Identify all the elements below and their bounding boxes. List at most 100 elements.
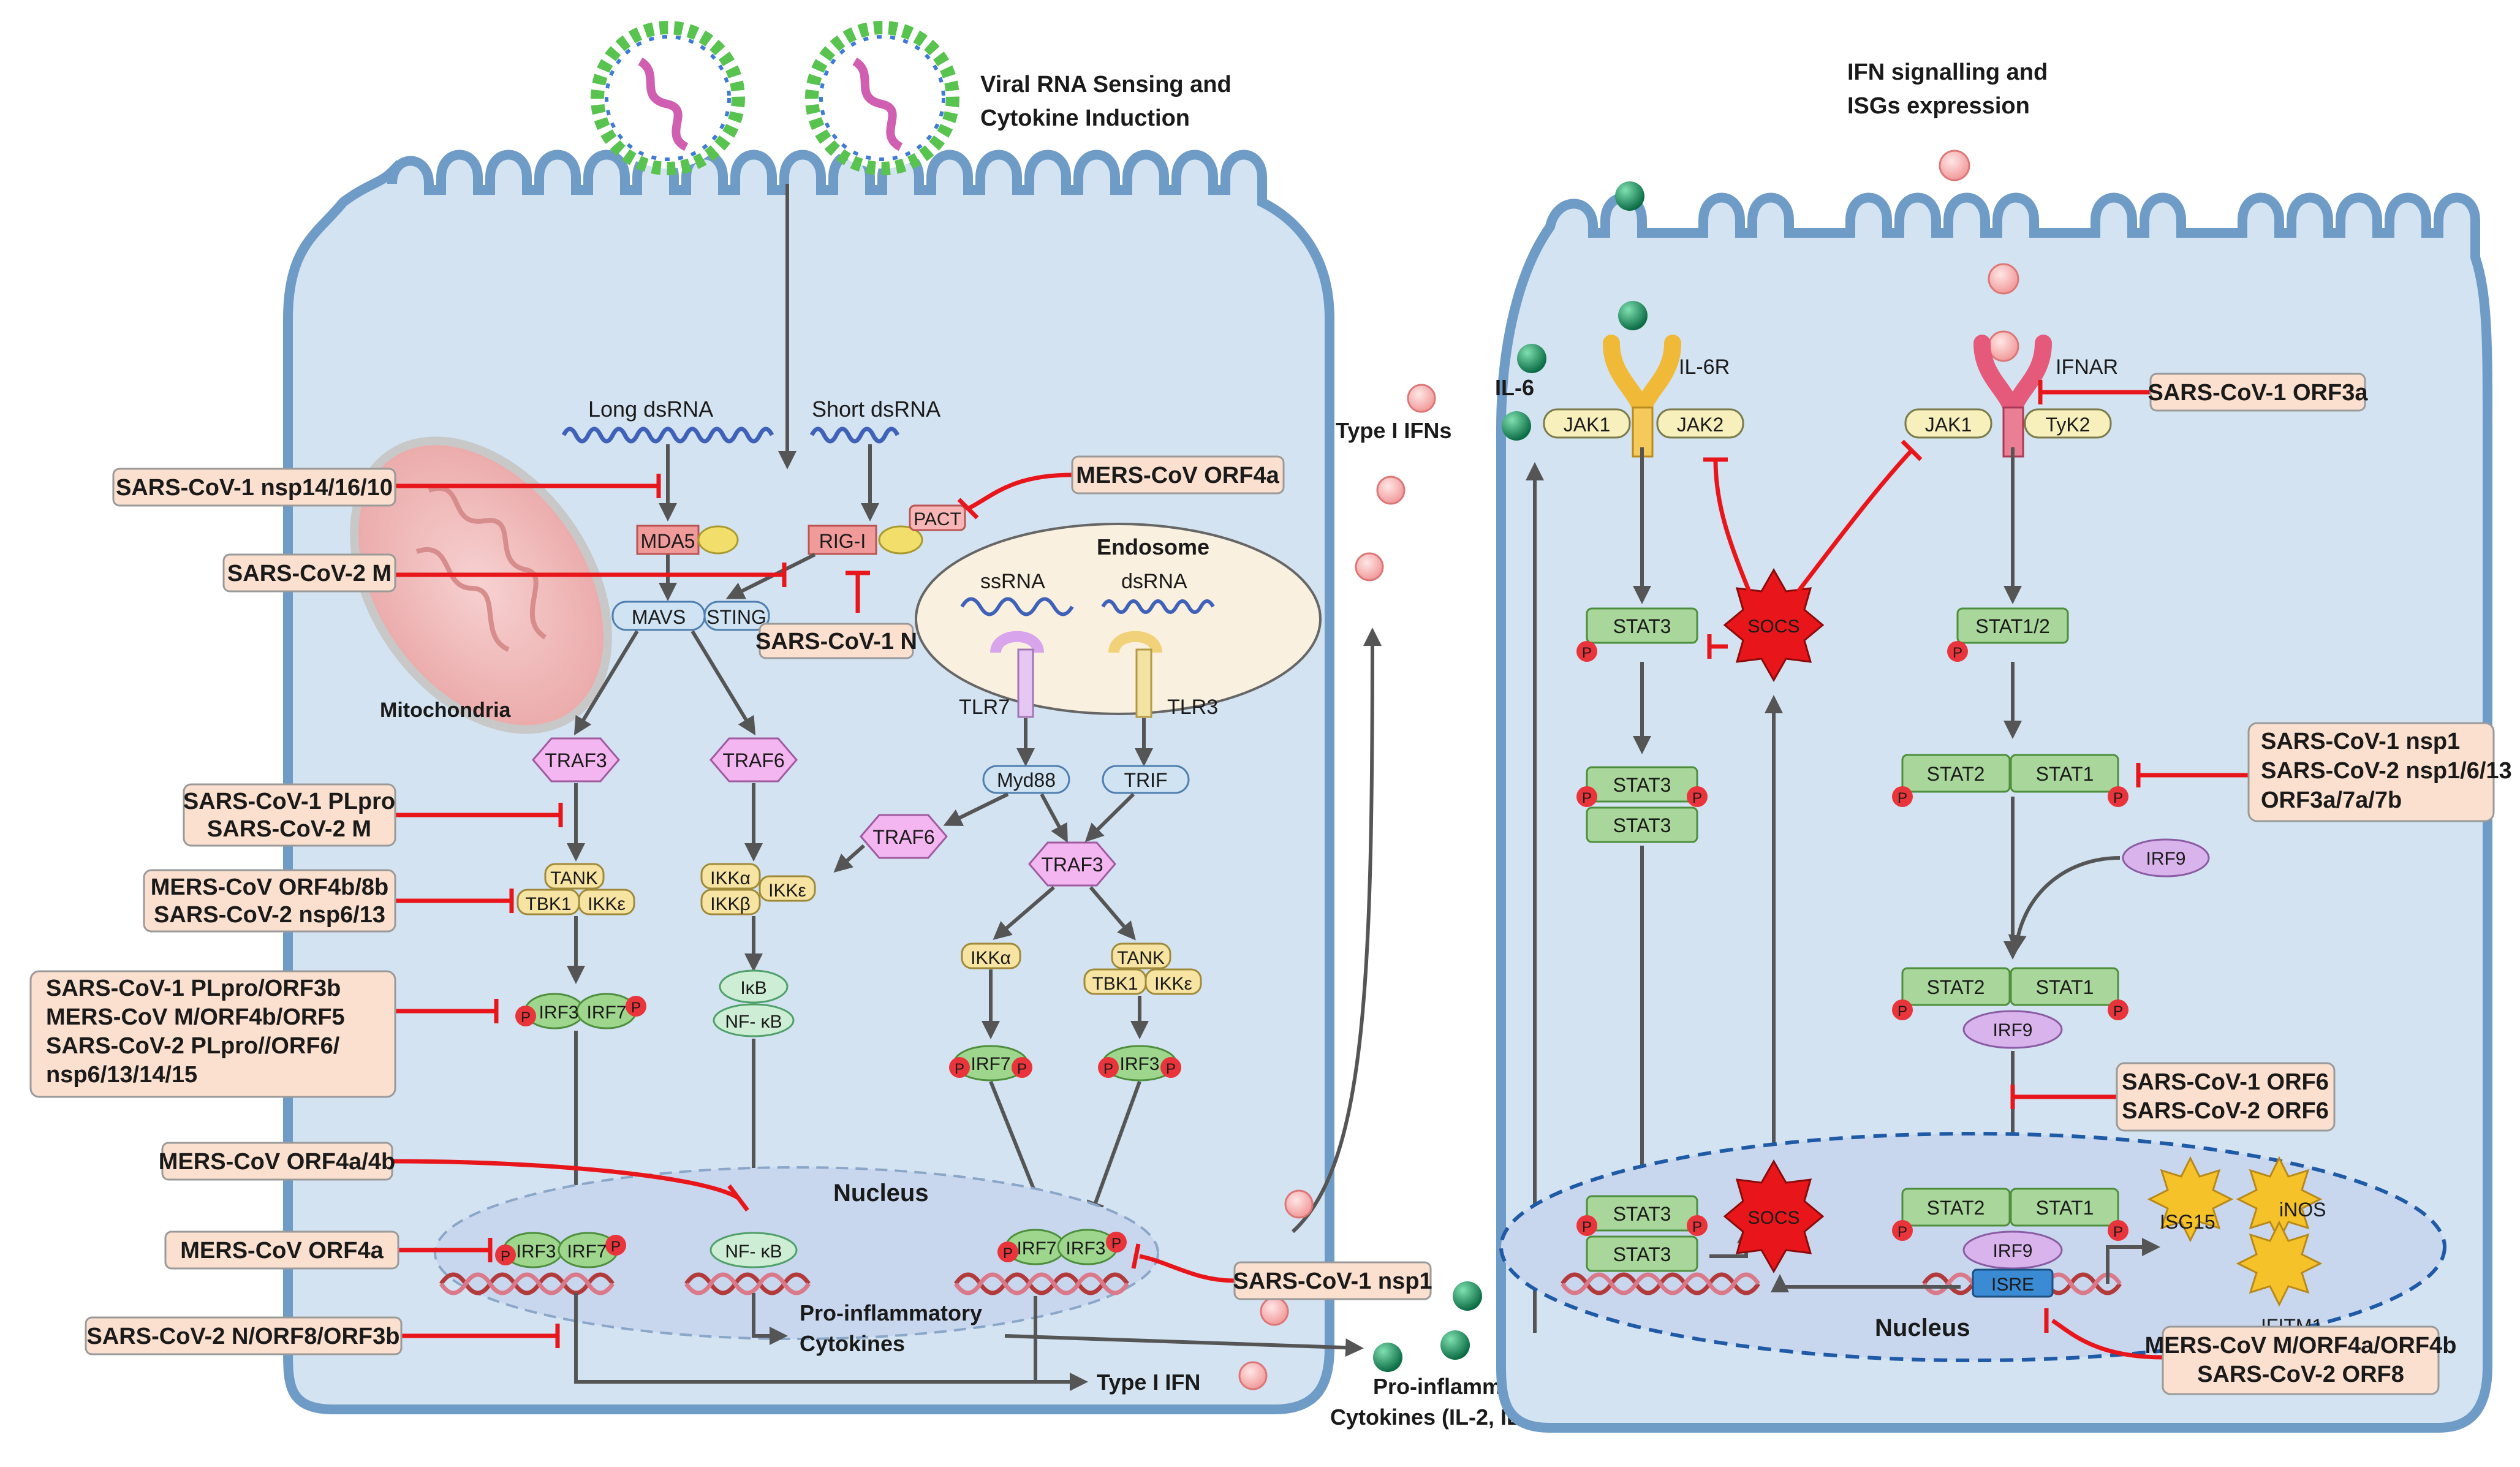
irf9-node-a: IRF9 (2122, 838, 2210, 878)
svg-text:P: P (1953, 645, 1962, 661)
svg-text:STING: STING (706, 606, 766, 628)
left-title-line2: Cytokine Induction (980, 105, 1190, 131)
svg-text:NF- κB: NF- κB (725, 1012, 782, 1032)
jak1-node-b: JAK1 (1904, 408, 1992, 439)
svg-text:IRF7: IRF7 (1016, 1238, 1056, 1259)
svg-text:NF- κB: NF- κB (725, 1241, 782, 1262)
svg-text:SARS-CoV-2 nsp6/13: SARS-CoV-2 nsp6/13 (154, 902, 385, 928)
svg-text:JAK1: JAK1 (1564, 414, 1610, 436)
svg-text:IRF3: IRF3 (516, 1241, 556, 1262)
traf6-node-b: TRAF6 (860, 814, 948, 859)
svg-text:Nucleus: Nucleus (1875, 1314, 1970, 1341)
inhibitor-mers-orf4b: MERS-CoV ORF4b/8b SARS-CoV-2 nsp6/13 (143, 869, 396, 933)
svg-text:TBK1: TBK1 (1092, 974, 1138, 994)
svg-text:IKKε: IKKε (588, 894, 626, 914)
svg-text:SOCS: SOCS (1747, 616, 1799, 637)
svg-text:JAK2: JAK2 (1677, 414, 1724, 436)
sting-node: STING (703, 601, 770, 631)
svg-text:P: P (1582, 790, 1592, 806)
svg-text:SOCS: SOCS (1747, 1208, 1799, 1228)
stat3-node-a: P STAT3 (1576, 607, 1698, 662)
svg-text:SARS-CoV-1 ORF6: SARS-CoV-1 ORF6 (2122, 1069, 2329, 1095)
svg-text:STAT3: STAT3 (1613, 615, 1671, 637)
svg-text:SARS-CoV-2 ORF6: SARS-CoV-2 ORF6 (2122, 1098, 2329, 1124)
svg-text:P: P (1692, 1219, 1702, 1235)
svg-text:SARS-CoV-1 PLpro/ORF3b: SARS-CoV-1 PLpro/ORF3b (46, 976, 341, 1001)
rig1-node: RIG-I (808, 525, 923, 555)
svg-text:P: P (2113, 1003, 2123, 1020)
svg-text:STAT1: STAT1 (2036, 1197, 2094, 1219)
svg-text:RIG-I: RIG-I (819, 530, 866, 552)
svg-text:MERS-CoV ORF4b/8b: MERS-CoV ORF4b/8b (151, 874, 388, 900)
type1-ifn-label: Type I IFN (1097, 1370, 1200, 1395)
left-title-line1: Viral RNA Sensing and (980, 72, 1232, 97)
tank-complex-b: TANK TBK1 IKKε (1083, 942, 1202, 995)
inos-label: iNOS (2279, 1199, 2326, 1221)
myd88-node: Myd88 (982, 765, 1070, 794)
inhibitor-nsp14: SARS-CoV-1 nsp14/16/10 (112, 468, 396, 507)
svg-text:SARS-CoV-2 M: SARS-CoV-2 M (207, 816, 371, 842)
svg-text:MERS-CoV ORF4a/4b: MERS-CoV ORF4a/4b (159, 1149, 395, 1175)
isre-node: ISRE (1972, 1268, 2054, 1298)
svg-text:ORF3a/7a/7b: ORF3a/7a/7b (2261, 787, 2402, 813)
svg-text:P: P (2113, 790, 2123, 806)
svg-text:TRAF3: TRAF3 (1041, 854, 1103, 876)
svg-text:STAT2: STAT2 (1927, 1197, 1985, 1219)
svg-text:P: P (1582, 1219, 1592, 1235)
ikka-node-b: IKKα (961, 942, 1021, 969)
svg-text:P: P (1582, 645, 1592, 661)
stat2-stat1-irf9-nuclear: P P STAT2 STAT1 IRF9 (1892, 1188, 2128, 1270)
stat3-dimer-a: P P STAT3 STAT3 (1576, 766, 1708, 843)
svg-text:P: P (1111, 1235, 1121, 1252)
irf3-dimer-b: P P IRF3 (1098, 1045, 1181, 1082)
svg-text:IRF7: IRF7 (567, 1241, 607, 1262)
tlr3-label: TLR3 (1167, 696, 1218, 719)
svg-text:IRF7: IRF7 (971, 1054, 1010, 1074)
isg15-star-icon (2147, 1156, 2234, 1243)
svg-text:TANK: TANK (550, 868, 598, 889)
inhibitor-orf6: SARS-CoV-1 ORF6 SARS-CoV-2 ORF6 (2116, 1062, 2336, 1132)
svg-text:MERS-CoV M/ORF4a/ORF4b: MERS-CoV M/ORF4a/ORF4b (2145, 1333, 2457, 1359)
svg-text:SARS-CoV-2 M: SARS-CoV-2 M (227, 561, 392, 586)
jak1-node-a: JAK1 (1543, 408, 1631, 439)
svg-text:SARS-CoV-1 PLpro: SARS-CoV-1 PLpro (183, 789, 395, 814)
inhibitor-mers-orf4a4b: MERS-CoV ORF4a/4b (159, 1142, 395, 1181)
isg15-label: ISG15 (2160, 1211, 2215, 1233)
svg-text:IRF7: IRF7 (586, 1003, 626, 1023)
stat2-stat1-dimer-a: P P STAT2 STAT1 (1892, 754, 2128, 807)
stat12-node: P STAT1/2 (1947, 607, 2069, 662)
trif-node: TRIF (1102, 765, 1190, 794)
long-dsrna-helix (561, 426, 774, 444)
svg-text:TRAF6: TRAF6 (722, 749, 784, 771)
ikb-nfkb-complex: IκB NF- κB (713, 969, 795, 1037)
inhibitor-isre: MERS-CoV M/ORF4a/ORF4b SARS-CoV-2 ORF8 (2145, 1325, 2457, 1395)
svg-text:TRIF: TRIF (1124, 769, 1167, 791)
svg-text:P: P (2113, 1224, 2123, 1240)
svg-text:SARS-CoV-1 nsp1: SARS-CoV-1 nsp1 (2261, 729, 2460, 754)
svg-text:P: P (1017, 1061, 1027, 1077)
svg-text:SARS-CoV-2 N/ORF8/ORF3b: SARS-CoV-2 N/ORF8/ORF3b (87, 1324, 400, 1349)
mda5-node: MDA5 (636, 525, 739, 555)
irf7-dimer-b: P P IRF7 (949, 1045, 1032, 1082)
socs-star-b: SOCS (1723, 1159, 1825, 1274)
svg-text:MAVS: MAVS (632, 606, 686, 628)
svg-text:MDA5: MDA5 (641, 530, 695, 552)
svg-text:P: P (1166, 1061, 1176, 1077)
svg-text:MERS-CoV ORF4a: MERS-CoV ORF4a (180, 1238, 384, 1264)
tank-complex-a: TANK TBK1 IKKε (516, 863, 635, 915)
mitochondria-label: Mitochondria (380, 699, 512, 722)
inhibitor-stat: SARS-CoV-1 nsp1 SARS-CoV-2 nsp1/6/13 ORF… (2247, 722, 2512, 822)
svg-text:STAT2: STAT2 (1927, 976, 1985, 998)
type1-ifns-label: Type I IFNs (1336, 418, 1451, 443)
svg-text:SARS-CoV-1 nsp1: SARS-CoV-1 nsp1 (1233, 1268, 1432, 1294)
svg-text:SARS-CoV-1 ORF3a: SARS-CoV-1 ORF3a (2148, 380, 2369, 406)
svg-text:SARS-CoV-2 nsp1/6/13: SARS-CoV-2 nsp1/6/13 (2261, 758, 2512, 784)
short-dsrna-helix (809, 426, 900, 444)
svg-text:P: P (1898, 1224, 1907, 1240)
inhibitor-sars1-orf3a: SARS-CoV-1 ORF3a (2148, 373, 2369, 412)
long-dsrna-label: Long dsRNA (588, 396, 713, 422)
svg-text:IRF9: IRF9 (2146, 849, 2185, 869)
inhibitor-sars1-n: SARS-CoV-1 N (755, 623, 917, 659)
jak2-node: JAK2 (1656, 408, 1744, 439)
svg-text:ssRNA: ssRNA (980, 570, 1045, 593)
